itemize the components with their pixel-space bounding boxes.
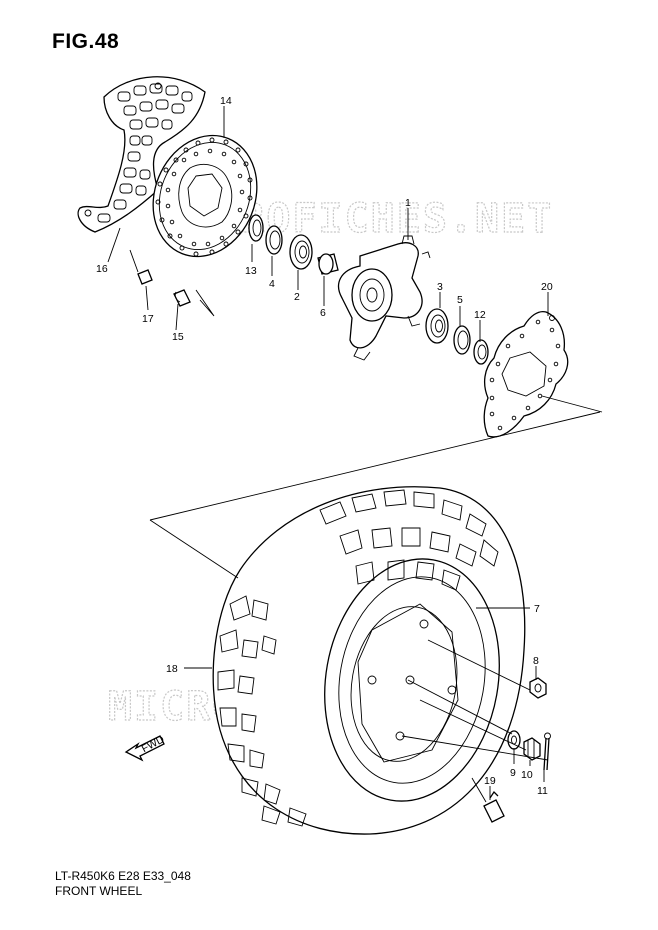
- brake-disc-14: [152, 134, 258, 258]
- callout-15: 15: [172, 331, 184, 343]
- disc-guard-16: [77, 76, 206, 233]
- callout-16: 16: [96, 263, 108, 275]
- spacer-tube-6: [317, 253, 339, 275]
- bolt-15: [173, 289, 191, 307]
- bearing-3: [425, 308, 449, 344]
- forward-arrow: FWD: [124, 733, 167, 762]
- callout-18: 18: [166, 663, 178, 675]
- cotter-pin-11: [543, 732, 551, 771]
- callout-12: 12: [474, 309, 486, 321]
- callout-17: 17: [142, 313, 154, 325]
- forward-label: FWD: [140, 733, 167, 755]
- diagram-code: LT-R450K6 E28 E33_048: [55, 869, 191, 883]
- callout-11: 11: [537, 785, 548, 797]
- tire-18: [212, 486, 526, 835]
- callout-6: 6: [320, 307, 326, 319]
- wheel-nut-8: [529, 677, 547, 699]
- bearing-2: [289, 234, 313, 270]
- wheel-hub-1: [337, 235, 431, 361]
- castle-nut-10: [523, 737, 541, 761]
- callout-5: 5: [457, 294, 463, 306]
- callout-numbers: 14 1 13 4 2 6 3 5 12 20 16 17 15 18 7 8 …: [96, 95, 553, 797]
- bolt-17: [129, 249, 153, 285]
- callout-19: 19: [484, 775, 496, 787]
- callout-8: 8: [533, 655, 539, 667]
- callout-2: 2: [294, 291, 300, 303]
- tire-valve-19: [471, 777, 505, 823]
- callout-9: 9: [510, 767, 516, 779]
- callout-20: 20: [541, 281, 553, 293]
- callout-14: 14: [220, 95, 232, 107]
- callout-10: 10: [521, 769, 533, 781]
- callout-4: 4: [269, 278, 275, 290]
- callout-13: 13: [245, 265, 257, 277]
- assembly-guide-lines: [149, 289, 603, 761]
- spacer-5: [453, 325, 471, 355]
- figure-title: FIG.48: [52, 30, 120, 53]
- callout-3: 3: [437, 281, 443, 293]
- spacer-4: [265, 225, 283, 255]
- diagram-caption: FRONT WHEEL: [55, 884, 143, 898]
- oil-seal-12: [473, 339, 489, 365]
- hub-guard-20: [483, 310, 569, 438]
- callout-7: 7: [534, 603, 540, 615]
- oil-seal-13: [248, 214, 264, 242]
- callout-1: 1: [405, 197, 411, 209]
- leader-lines: [107, 106, 549, 800]
